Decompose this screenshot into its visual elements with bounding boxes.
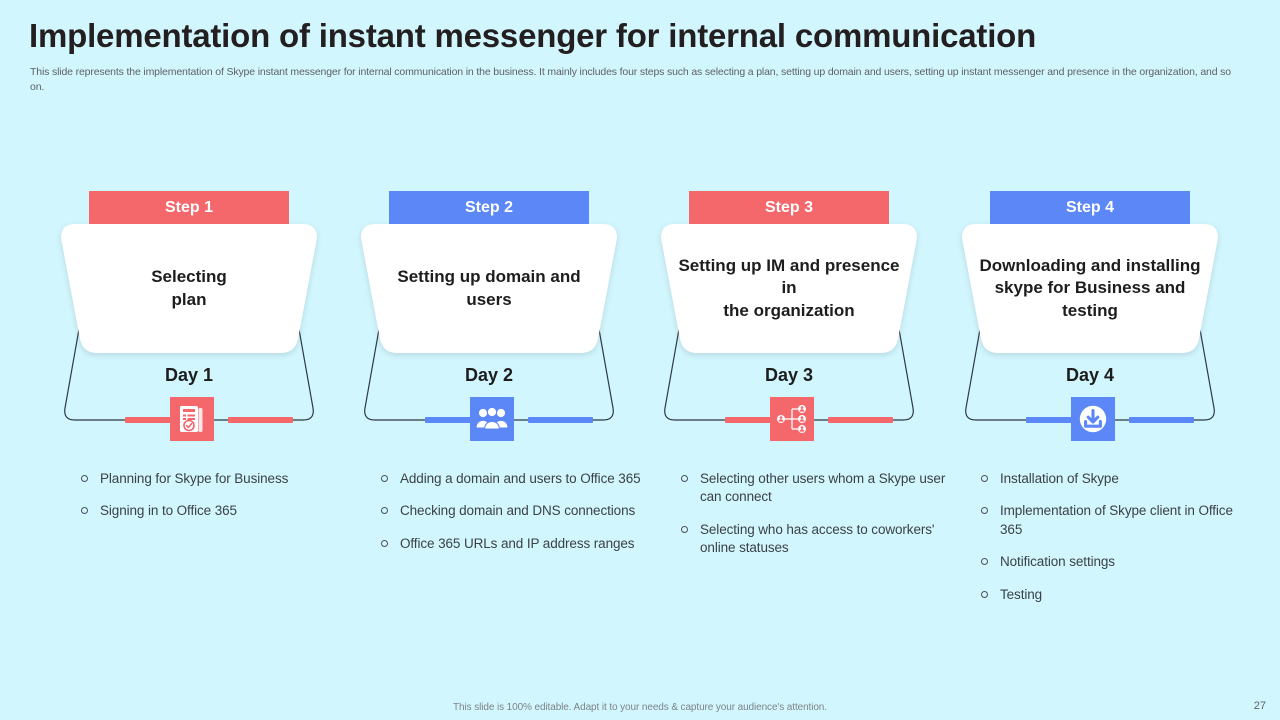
step-panel-1[interactable]: Selecting plan: [59, 222, 319, 355]
list-item-label: Signing in to Office 365: [100, 503, 237, 519]
step-rail-right: [228, 417, 293, 423]
page-number: 27: [1253, 700, 1266, 712]
step-title-4: Downloading and installing skype for Bus…: [979, 255, 1201, 320]
step-header-2[interactable]: Step 2: [389, 191, 589, 224]
step-card-4[interactable]: Step 4 Downloading and installing skype f…: [940, 180, 1240, 441]
bullet-circle-icon: [981, 475, 988, 482]
step-panel-shape: [61, 224, 317, 353]
bullet-circle-icon: [81, 475, 88, 482]
step-title-2: Setting up domain and users: [397, 267, 581, 309]
bullet-circle-icon: [981, 507, 988, 515]
list-item-label: Planning for Skype for Business: [100, 471, 289, 486]
step-day-4: Day 4: [1065, 365, 1115, 385]
step-panel-4[interactable]: Downloading and installing skype for Bus…: [960, 222, 1220, 355]
bullet-circle-icon: [981, 590, 988, 598]
list-item-label: Installation of Skype: [1000, 471, 1119, 486]
list-item-label: Selecting who has access to coworkers' o…: [700, 521, 935, 556]
step-title-3: Setting up IM and presence in the organi…: [678, 255, 900, 320]
step-panel-shape: [361, 224, 617, 353]
step-rail-left: [725, 417, 790, 423]
bullet-circle-icon: [81, 507, 88, 515]
list-item-label: Selecting other users whom a Skype user …: [700, 471, 946, 505]
step-rail-left: [425, 417, 490, 423]
list-item: Testing: [978, 586, 1248, 604]
bullet-circle-icon: [381, 475, 388, 482]
step-rail-left: [1026, 417, 1091, 423]
bullet-circle-icon: [681, 475, 688, 482]
list-item: Signing in to Office 365: [78, 502, 348, 520]
list-item-label: Office 365 URLs and IP address ranges: [400, 535, 635, 551]
step-panel-3[interactable]: Setting up IM and presence in the organi…: [659, 222, 919, 355]
step-header-3[interactable]: Step 3: [689, 191, 889, 224]
document-checklist-icon[interactable]: [170, 397, 214, 441]
bullet-circle-icon: [381, 539, 388, 547]
step-day-1: Day 1: [164, 365, 214, 385]
step-day-2: Day 2: [464, 365, 514, 385]
step-panel-shape: [661, 224, 917, 353]
bullet-circle-icon: [981, 558, 988, 566]
step-rail-right: [528, 417, 593, 423]
footer-note: This slide is 100% editable. Adapt it to…: [453, 702, 827, 713]
network-org-chart-icon[interactable]: [770, 397, 814, 441]
list-item: Implementation of Skype client in Office…: [978, 502, 1248, 539]
list-item-label: Implementation of Skype client in Office…: [1000, 503, 1233, 537]
user-group-icon[interactable]: [470, 397, 514, 441]
page-title: Implementation of instant messenger for …: [29, 17, 1037, 54]
download-icon[interactable]: [1071, 397, 1115, 441]
bullet-circle-icon: [381, 507, 388, 515]
list-item: Office 365 URLs and IP address ranges: [378, 535, 648, 553]
list-item-label: Testing: [1000, 586, 1043, 602]
list-item: Selecting other users whom a Skype user …: [678, 470, 948, 507]
step-title-1: Selecting plan: [151, 267, 227, 309]
page-subtitle: This slide represents the implementation…: [30, 66, 1231, 94]
list-item: Selecting who has access to coworkers' o…: [678, 521, 948, 558]
list-item-label: Notification settings: [1000, 554, 1115, 570]
bullet-list-3: Selecting other users whom a Skype user …: [678, 470, 948, 572]
step-rail-right: [828, 417, 893, 423]
step-rail-right: [1129, 417, 1194, 423]
list-item: Adding a domain and users to Office 365: [378, 470, 648, 488]
step-panel-shape: [962, 224, 1218, 353]
list-item-label: Checking domain and DNS connections: [400, 503, 636, 519]
step-header-4[interactable]: Step 4: [990, 191, 1190, 224]
list-item-label: Adding a domain and users to Office 365: [400, 471, 641, 486]
list-item: Installation of Skype: [978, 470, 1248, 488]
bullet-circle-icon: [681, 525, 688, 533]
step-day-3: Day 3: [764, 365, 814, 385]
list-item: Notification settings: [978, 553, 1248, 571]
list-item: Planning for Skype for Business: [78, 470, 348, 488]
step-rail-left: [125, 417, 190, 423]
step-card-3[interactable]: Step 3 Setting up IM and presence in the …: [639, 180, 939, 441]
step-header-1[interactable]: Step 1: [89, 191, 289, 224]
list-item: Checking domain and DNS connections: [378, 502, 648, 520]
step-panel-2[interactable]: Setting up domain and users: [359, 222, 619, 355]
